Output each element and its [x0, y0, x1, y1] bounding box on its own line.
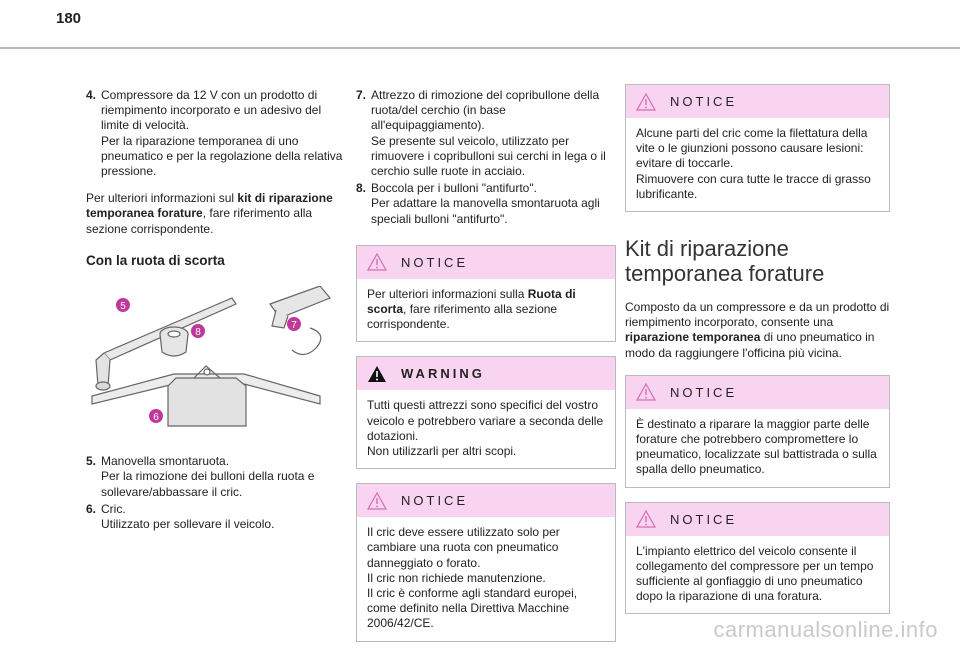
svg-text:5: 5: [120, 301, 126, 312]
column-1: 4. Compressore da 12 V con un prodotto d…: [86, 88, 346, 534]
notice-body: L'impianto elettrico del veicolo consent…: [636, 543, 874, 604]
svg-text:6: 6: [153, 412, 159, 423]
warning-triangle-icon: [368, 365, 386, 382]
item-number: 6.: [86, 501, 97, 516]
cap-removal-tool-icon: [269, 285, 331, 356]
notice-body: Il cric deve essere utilizzato solo per …: [367, 525, 578, 631]
socket-icon: [159, 326, 189, 357]
callout-badge-8: 8: [191, 324, 205, 339]
notice-body: È destinato a riparare la maggior parte …: [636, 416, 877, 477]
notice-label: NOTICE: [670, 384, 738, 400]
notice-header: NOTICE: [357, 245, 615, 279]
item-text: Manovella smontaruota.: [101, 454, 230, 469]
list-item-4: 4. Compressore da 12 V con un prodotto d…: [86, 88, 346, 179]
notice-body: Per ulteriori informazioni sulla Ruota d…: [367, 286, 576, 332]
item-number: 5.: [86, 454, 97, 469]
warning-label: WARNING: [401, 366, 485, 382]
para-bold: kit di riparazione temporanea forature: [86, 191, 333, 221]
item-number: 7.: [356, 88, 367, 102]
caution-triangle-icon: [367, 491, 387, 510]
caution-triangle-icon: [636, 383, 656, 401]
kit-description-paragraph: Composto da un compressore e da un prodo…: [625, 300, 890, 360]
notice-label: NOTICE: [401, 493, 469, 509]
callout-badge-5: 5: [116, 298, 130, 313]
section-subheading: Con la ruota di scorta: [86, 252, 225, 268]
column-2: 7. Attrezzo di rimozione del copribullon…: [356, 88, 616, 656]
notice-label: NOTICE: [670, 511, 738, 527]
svg-text:7: 7: [291, 320, 297, 331]
list-item-7: 7. Attrezzo di rimozione del copribullon…: [356, 88, 616, 179]
notice-header: NOTICE: [626, 375, 889, 409]
jack-icon: [91, 365, 321, 427]
item-text: Compressore da 12 V con un prodotto di r…: [101, 88, 322, 133]
caution-triangle-icon: [636, 92, 656, 111]
watermark: carmanualsonline.info: [713, 617, 938, 642]
warning-header: WARNING: [357, 357, 615, 391]
item-text: Boccola per i bulloni "antifurto".: [371, 181, 537, 196]
header-rule: [0, 47, 960, 49]
notice-body: Alcune parti del cric come la filettatur…: [636, 126, 871, 201]
tools-illustration: 5 8 7 6: [91, 285, 331, 427]
kit-reference-paragraph: Per ulteriori informazioni sul kit di ri…: [86, 191, 346, 237]
notice-label: NOTICE: [670, 93, 738, 109]
notice-header: NOTICE: [626, 85, 889, 118]
item-text: Utilizzato per sollevare il veicolo.: [101, 517, 275, 532]
item-number: 4.: [86, 88, 97, 102]
callout-badge-6: 6: [149, 409, 163, 424]
column-3: NOTICE Alcune parti del cric come la fil…: [625, 84, 890, 628]
warning-body: Tutti questi attrezzi sono specifici del…: [367, 398, 604, 459]
item-text: Se presente sul veicolo, utilizzato per …: [371, 133, 606, 179]
item-text: Per la rimozione dei bulloni della ruota…: [101, 469, 315, 499]
caution-triangle-icon: [367, 253, 387, 271]
list-item-8: 8. Boccola per i bulloni "antifurto". Pe…: [356, 181, 616, 227]
item-text: Per adattare la manovella smontaruota ag…: [371, 196, 600, 226]
notice-header: NOTICE: [357, 484, 615, 518]
list-item-5: 5. Manovella smontaruota. Per la rimozio…: [86, 454, 346, 500]
notice-header: NOTICE: [626, 502, 889, 536]
section-title: Kit di riparazione temporanea forature: [625, 236, 825, 287]
notice-box: NOTICE Alcune parti del cric come la fil…: [625, 84, 890, 213]
para-text: , fare riferimento alla sezione corrispo…: [86, 206, 313, 236]
para-text: Per ulteriori informazioni sul: [86, 191, 238, 206]
item-text: Per la riparazione temporanea di uno pne…: [101, 133, 343, 179]
notice-box: NOTICE Il cric deve essere utilizzato so…: [356, 483, 616, 642]
notice-box: NOTICE Per ulteriori informazioni sulla …: [356, 244, 616, 343]
svg-text:8: 8: [195, 327, 201, 338]
warning-box: WARNING Tutti questi attrezzi sono speci…: [356, 356, 616, 470]
callout-badge-7: 7: [287, 317, 301, 332]
notice-label: NOTICE: [401, 254, 469, 270]
item-number: 8.: [356, 181, 367, 196]
page-number: 180: [56, 10, 82, 27]
notice-box: NOTICE L'impianto elettrico del veicolo …: [625, 501, 890, 615]
item-text: Cric.: [101, 501, 126, 516]
caution-triangle-icon: [636, 510, 656, 528]
list-item-6: 6. Cric. Utilizzato per sollevare il vei…: [86, 502, 346, 532]
notice-box: NOTICE È destinato a riparare la maggior…: [625, 374, 890, 488]
item-text: Attrezzo di rimozione del copribullone d…: [371, 88, 600, 133]
